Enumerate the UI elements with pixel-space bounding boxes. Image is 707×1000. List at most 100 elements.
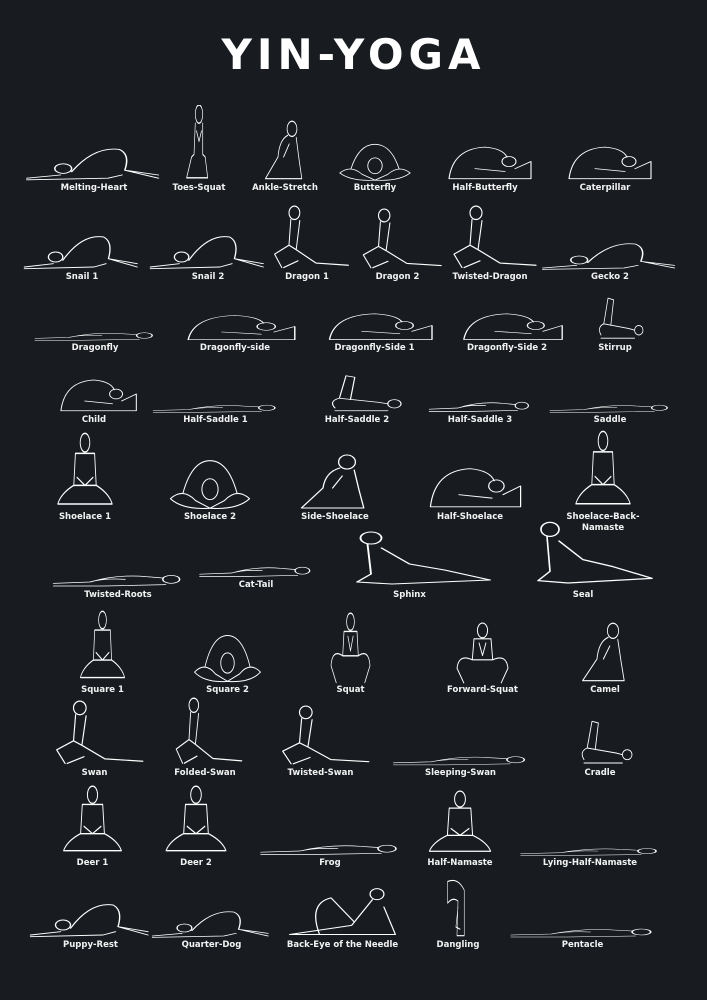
pose-label: Snail 1 xyxy=(65,272,99,282)
pose-label: Shoelace 2 xyxy=(183,512,237,522)
pose-figure-icon xyxy=(599,297,644,339)
pose-butterfly: Butterfly xyxy=(335,140,415,194)
pose-figure-icon xyxy=(582,622,625,682)
pose-shoelace-back-namaste: Shoelace-Back-Namaste xyxy=(563,430,643,534)
pose-figure-icon xyxy=(575,430,631,505)
pose-figure-icon xyxy=(537,521,653,584)
pose-label: Frog xyxy=(319,858,341,868)
pose-label: Deer 1 xyxy=(76,858,109,868)
pose-cradle: Cradle xyxy=(560,718,640,779)
pose-pentacle: Pentacle xyxy=(505,910,660,951)
pose-half-saddle-3: Half-Saddle 3 xyxy=(425,380,535,426)
pose-toes-squat: Toes-Squat xyxy=(168,105,230,194)
pose-figure-icon xyxy=(339,143,411,181)
pose-figure-icon xyxy=(330,612,371,684)
pose-label: Forward-Squat xyxy=(447,685,518,695)
pose-deer-2: Deer 2 xyxy=(152,785,240,869)
pose-label: Shoelace-Back-Namaste xyxy=(566,512,640,533)
pose-half-saddle-2: Half-Saddle 2 xyxy=(302,373,412,426)
pose-label: Squat xyxy=(336,685,365,695)
pose-figure-icon xyxy=(151,911,269,938)
pose-ankle-stretch: Ankle-Stretch xyxy=(250,118,320,194)
pose-swan: Swan xyxy=(42,700,147,779)
pose-figure-icon xyxy=(428,790,492,852)
pose-label: Dragon 2 xyxy=(375,272,420,282)
pose-figure-icon xyxy=(80,610,125,679)
pose-half-shoelace: Half-Shoelace xyxy=(415,460,525,523)
pose-caterpillar: Caterpillar xyxy=(555,140,655,194)
pose-label: Half-Saddle 3 xyxy=(447,415,513,425)
pose-seal: Seal xyxy=(508,520,658,601)
pose-figure-icon xyxy=(288,888,397,936)
pose-back-eye-of-the-needle: Back-Eye of the Needle xyxy=(285,885,400,951)
pose-snail-2: Snail 2 xyxy=(148,222,268,283)
pose-shoelace-1: Shoelace 1 xyxy=(45,432,125,523)
pose-label: Snail 2 xyxy=(191,272,225,282)
pose-label: Deer 2 xyxy=(180,858,212,868)
pose-label: Swan xyxy=(81,768,108,778)
pose-squat: Squat xyxy=(318,612,383,696)
pose-label: Melting-Heart xyxy=(60,183,128,193)
pose-forward-squat: Forward-Squat xyxy=(440,622,525,696)
pose-figure-icon xyxy=(265,120,303,180)
pose-label: Quarter-Dog xyxy=(181,940,242,950)
pose-label: Square 1 xyxy=(81,685,124,695)
pose-melting-heart: Melting-Heart xyxy=(24,135,164,194)
pose-label: Sleeping-Swan xyxy=(425,768,496,778)
pose-stirrup: Stirrup xyxy=(580,295,650,354)
pose-figure-icon xyxy=(282,705,370,765)
pose-figure-icon xyxy=(331,375,402,412)
pose-figure-icon xyxy=(260,844,397,855)
pose-label: Dangling xyxy=(436,940,480,950)
pose-dragonfly: Dragonfly xyxy=(30,315,160,354)
pose-figure-icon xyxy=(362,208,442,269)
pose-child: Child xyxy=(48,373,140,426)
pose-side-shoelace: Side-Shoelace xyxy=(275,452,395,523)
pose-label: Caterpillar xyxy=(579,183,631,193)
pose-twisted-dragon: Twisted-Dragon xyxy=(440,205,540,283)
pose-figure-icon xyxy=(356,531,491,585)
poster-title: YIN-YOGA xyxy=(221,30,486,79)
pose-camel: Camel xyxy=(565,620,645,696)
pose-label: Toes-Squat xyxy=(172,183,226,193)
pose-label: Twisted-Roots xyxy=(84,590,152,600)
pose-half-namaste: Half-Namaste xyxy=(415,790,505,869)
pose-shoelace-2: Shoelace 2 xyxy=(165,455,255,523)
pose-figure-icon xyxy=(510,928,652,938)
pose-deer-1: Deer 1 xyxy=(50,785,135,869)
pose-label: Gecko 2 xyxy=(591,272,629,282)
pose-square-2: Square 2 xyxy=(190,630,265,696)
pose-label: Cat-Tail xyxy=(238,580,274,590)
pose-figure-icon xyxy=(187,315,296,341)
pose-saddle: Saddle xyxy=(545,388,675,426)
pose-label: Half-Saddle 2 xyxy=(324,415,390,425)
pose-label: Sphinx xyxy=(393,590,426,600)
pose-figure-icon xyxy=(175,697,243,764)
pose-figure-icon xyxy=(186,105,209,179)
pose-label: Back-Eye of the Needle xyxy=(286,940,399,950)
pose-frog: Frog xyxy=(255,823,405,869)
pose-figure-icon xyxy=(542,243,676,270)
pose-label: Lying-Half-Namaste xyxy=(542,858,638,868)
pose-figure-icon xyxy=(152,404,276,413)
pose-figure-icon xyxy=(57,432,113,505)
pose-dragon-1: Dragon 1 xyxy=(262,205,352,283)
pose-figure-icon xyxy=(34,332,153,341)
pose-label: Dragonfly xyxy=(71,343,119,353)
pose-label: Saddle xyxy=(593,415,627,425)
pose-snail-1: Snail 1 xyxy=(22,222,142,283)
pose-twisted-swan: Twisted-Swan xyxy=(268,705,373,779)
pose-square-1: Square 1 xyxy=(70,610,135,696)
pose-figure-icon xyxy=(29,904,149,938)
pose-cat-tail: Cat-Tail xyxy=(195,545,317,591)
pose-quarter-dog: Quarter-Dog xyxy=(150,900,273,951)
pose-label: Half-Namaste xyxy=(427,858,493,868)
pose-label: Seal xyxy=(572,590,594,600)
pose-figure-icon xyxy=(56,700,144,765)
pose-dragonfly-side-1: Dragonfly-Side 1 xyxy=(312,308,437,354)
pose-lying-half-namaste: Lying-Half-Namaste xyxy=(515,832,665,869)
pose-figure-icon xyxy=(328,313,433,340)
pose-label: Shoelace 1 xyxy=(58,512,112,522)
pose-label: Ankle-Stretch xyxy=(252,183,318,193)
pose-label: Square 2 xyxy=(206,685,249,695)
